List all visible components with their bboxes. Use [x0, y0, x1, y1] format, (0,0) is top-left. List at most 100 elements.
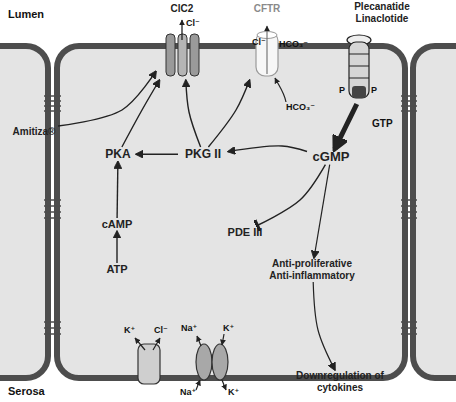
chloride-channel: ClC2 — [156, 3, 208, 80]
node-text: Plecanatide Linaclotide — [330, 1, 434, 25]
phosphate-label: P — [371, 86, 377, 96]
node-text: PKA — [100, 147, 136, 161]
channel-subunit — [190, 34, 199, 76]
arrow-connector — [186, 80, 201, 147]
junction-line — [401, 95, 417, 97]
catalytic-domain — [352, 86, 366, 98]
ion-label: Na⁺ — [181, 324, 197, 334]
node-text: ClC2 — [156, 3, 208, 15]
ion-label: K⁺ — [124, 326, 135, 336]
node-text: Anti-proliferative Anti-inflammatory — [262, 258, 362, 282]
ion-label: Na⁺ — [180, 388, 196, 398]
ion-label: Cl⁻ — [154, 326, 168, 336]
epithelial-cell — [57, 46, 405, 378]
region-label: Serosa — [8, 385, 45, 397]
ion-flow-arrow — [197, 336, 201, 346]
messenger-node: cGMP — [307, 149, 355, 165]
junction-line — [44, 95, 61, 97]
channel-subunit — [166, 34, 175, 76]
pump-subunit — [196, 344, 212, 380]
drug-label: Amitiza® — [2, 126, 66, 138]
arrow-connector — [122, 80, 160, 147]
ion-label: K⁺ — [228, 388, 239, 398]
arrow-connector — [116, 161, 118, 218]
neighbor-cell — [0, 46, 48, 378]
tight-junctions — [44, 96, 417, 334]
junction-line — [44, 199, 61, 201]
ion-label: K⁺ — [223, 324, 234, 334]
effect-node: Anti-proliferative Anti-inflammatory — [262, 258, 362, 282]
receptor: Plecanatide Linaclotide — [330, 1, 434, 104]
ion-flow-arrow — [222, 380, 226, 390]
ion-label: HCO₃⁻ — [286, 103, 315, 113]
node-text: Downregulation of cytokines — [288, 370, 392, 394]
channel-subunit — [178, 34, 187, 76]
substrate-node: ATP — [99, 263, 135, 276]
clc2-channel — [166, 20, 199, 76]
arrow-connector — [335, 104, 357, 149]
effect-node: Downregulation of cytokines — [288, 370, 392, 394]
junction-line — [401, 110, 417, 112]
junction-line — [401, 205, 417, 207]
substrate-label: GTP — [372, 118, 393, 129]
ion-label: Cl⁻ — [252, 38, 266, 48]
ion-flow-arrow — [181, 20, 182, 40]
junction-line — [401, 333, 417, 335]
arrow-connector — [208, 80, 249, 147]
gc-c-receptor — [347, 35, 371, 98]
region-label: Lumen — [8, 8, 44, 20]
kinase-node: PKA — [100, 147, 136, 161]
junction-line — [44, 217, 61, 219]
arrow-connector — [228, 146, 307, 152]
junction-line — [44, 321, 61, 323]
node-text: cAMP — [96, 218, 138, 231]
phosphate-label: P — [339, 86, 345, 96]
node-text: ATP — [99, 263, 135, 276]
node-text: CFTR — [241, 3, 293, 15]
receptor-segment — [349, 78, 369, 79]
inhibition-connector — [256, 165, 325, 226]
junction-line — [44, 333, 61, 335]
bicarbonate-arrow — [275, 78, 286, 102]
node-text: Amitiza® — [2, 126, 66, 138]
messenger-node: cAMP — [96, 218, 138, 231]
junction-line — [44, 100, 61, 102]
junction-line — [44, 110, 61, 112]
junction-line — [401, 199, 417, 201]
pump-subunit — [212, 344, 228, 380]
ion-flow-arrow — [266, 26, 267, 74]
node-text: PDE III — [218, 226, 272, 239]
ion-flow-arrow — [196, 380, 200, 390]
arrow-connector — [314, 165, 330, 258]
arrow-connector — [116, 231, 117, 263]
node-text: cGMP — [307, 149, 355, 165]
junction-line — [401, 217, 417, 219]
junction-line — [401, 100, 417, 102]
cotransporter — [138, 344, 160, 384]
ion-label: HCO₃⁻ — [279, 40, 308, 50]
receptor-segment — [349, 54, 369, 55]
ion-label: Cl⁻ — [186, 19, 200, 29]
neighbor-cell — [413, 46, 456, 378]
junction-line — [401, 105, 417, 107]
receptor-body — [349, 42, 369, 98]
junction-line — [44, 105, 61, 107]
junction-line — [401, 327, 417, 329]
arrow-connector — [313, 282, 335, 370]
basolateral-transporters — [135, 334, 228, 390]
arrow-connector — [136, 153, 178, 154]
junction-line — [401, 321, 417, 323]
ion-flow-arrow — [135, 338, 145, 350]
kinase-node: PKG II — [178, 147, 228, 161]
ion-flow-arrow — [153, 338, 160, 350]
junction-line — [44, 211, 61, 213]
junction-line — [44, 327, 61, 329]
arrow-connector — [58, 71, 156, 126]
junction-line — [401, 211, 417, 213]
